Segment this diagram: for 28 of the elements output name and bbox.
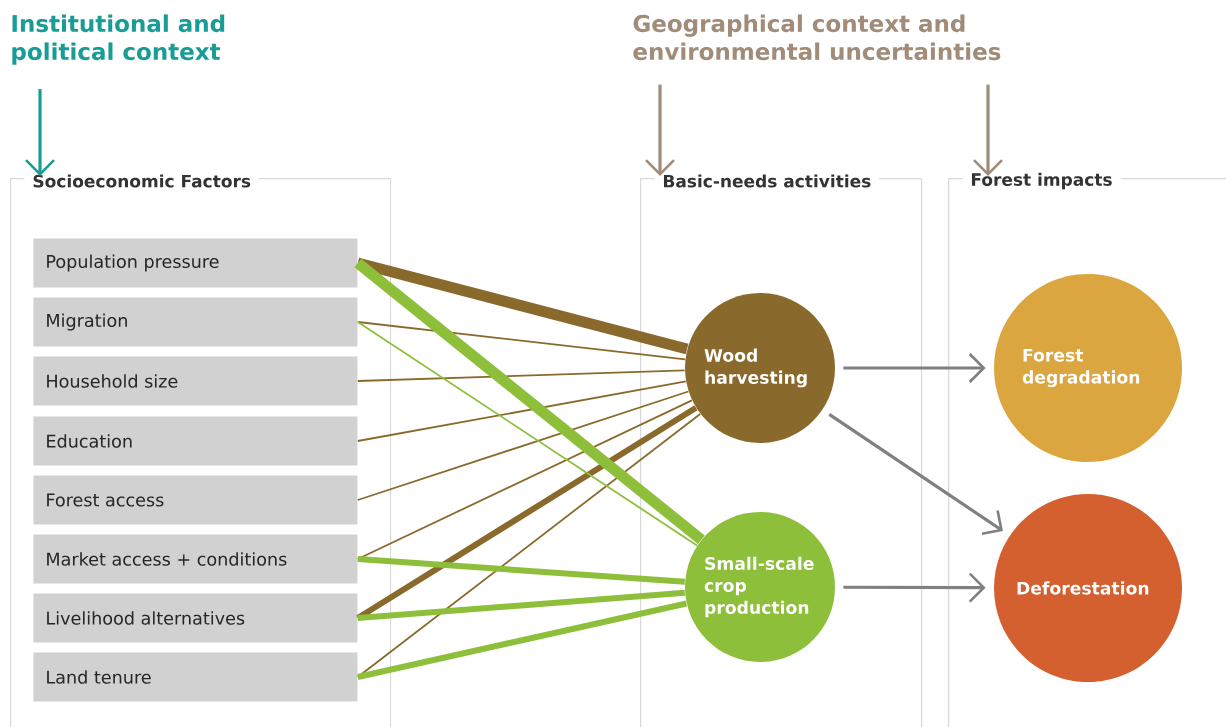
arrow xyxy=(843,353,986,383)
factor-box: Population pressure xyxy=(33,238,358,288)
connector-line xyxy=(356,413,702,678)
connector-line xyxy=(356,257,689,355)
factor-box: Market access + conditions xyxy=(33,534,358,584)
factor-box: Education xyxy=(33,416,358,466)
connector-line xyxy=(356,321,698,547)
factor-box: Livelihood alternatives xyxy=(33,593,358,643)
heading: Geographical context and environmental uncertainties xyxy=(633,14,1001,61)
arrow xyxy=(645,84,675,176)
connector-line xyxy=(356,405,698,621)
connector-line xyxy=(356,369,686,382)
factor-box: Migration xyxy=(33,297,358,347)
arrow xyxy=(973,84,1003,176)
arrow xyxy=(25,89,55,176)
connector-line xyxy=(357,600,688,680)
arrow xyxy=(843,572,986,603)
factor-box: Household size xyxy=(33,356,358,406)
connector-line xyxy=(354,258,705,544)
connector-line xyxy=(357,556,685,585)
factor-box: Land tenure xyxy=(33,652,358,702)
connector-line xyxy=(356,321,686,361)
connector-line xyxy=(356,390,690,501)
arrow xyxy=(828,413,1003,536)
heading: Institutional and political context xyxy=(12,14,225,65)
connector-line xyxy=(357,589,686,621)
connector-line xyxy=(356,380,687,442)
factor-box: Forest access xyxy=(33,475,358,525)
